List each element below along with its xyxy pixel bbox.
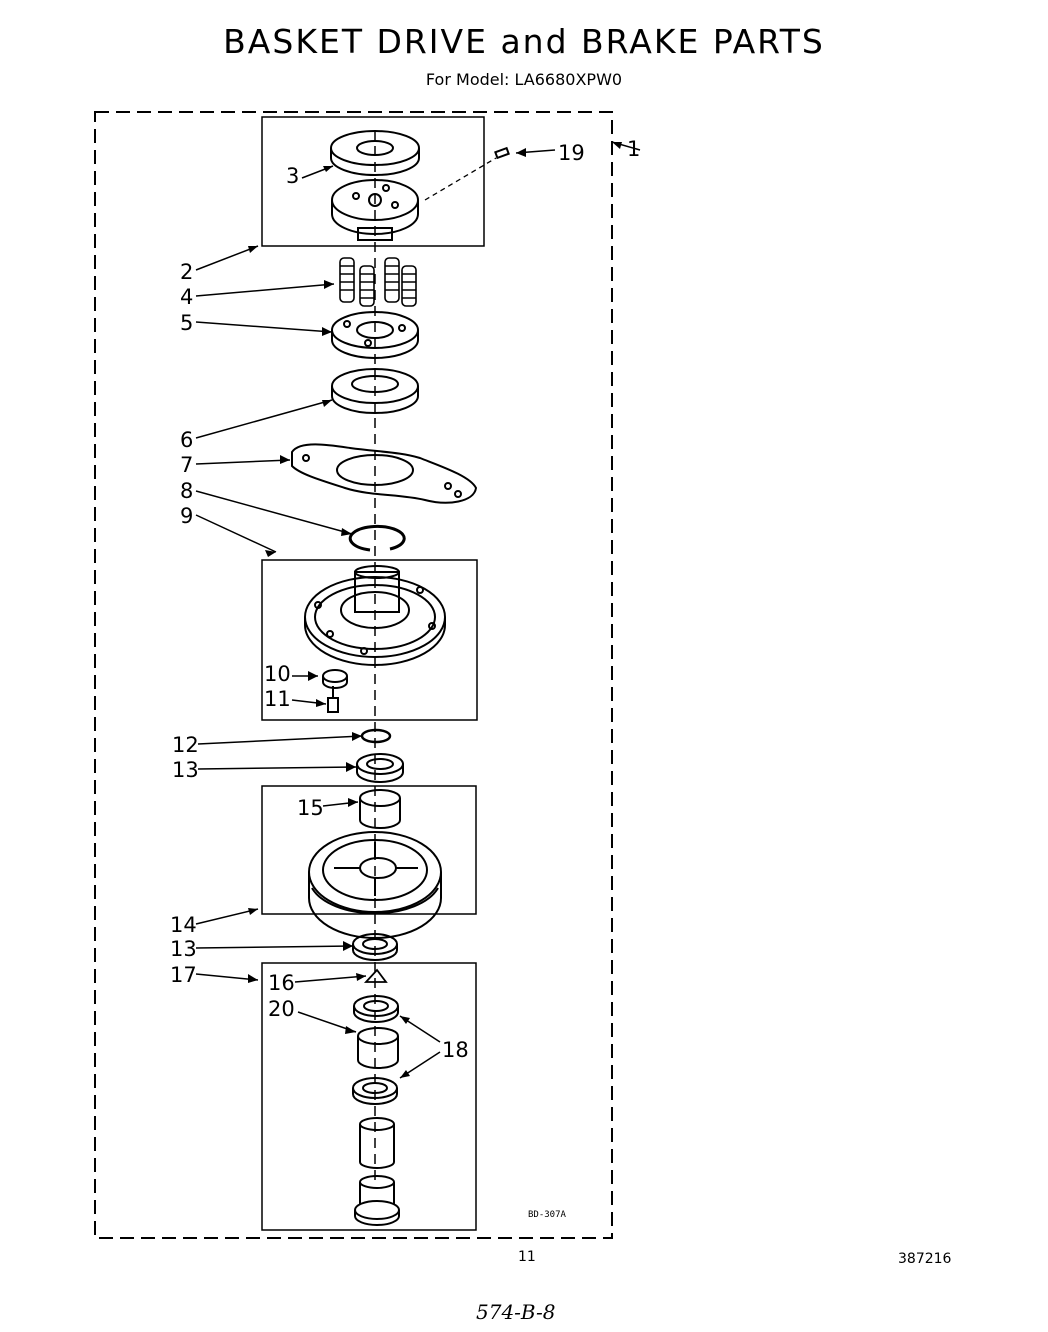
callout-14: 14 — [170, 913, 197, 937]
part-2-gear-plate — [331, 179, 419, 241]
model-subtitle: For Model: LA6680XPW0 — [425, 70, 623, 89]
part-5-plate — [331, 311, 419, 359]
part-6-washer — [331, 368, 419, 414]
part-7-bracket — [291, 443, 478, 504]
part-10-bushing — [322, 669, 348, 689]
callout-8: 8 — [180, 479, 194, 503]
drawing-code: BD-307A — [528, 1210, 566, 1220]
spin-tube-lower — [354, 1175, 400, 1226]
callout-18: 18 — [442, 1038, 469, 1062]
assembly-outline — [94, 111, 613, 1239]
part-3-washer — [330, 130, 420, 176]
part-15-sleeve — [359, 789, 401, 829]
subassembly-box-9 — [261, 559, 478, 721]
callout-16: 16 — [268, 971, 295, 995]
callout-6: 6 — [180, 428, 194, 452]
callout-17: 17 — [170, 963, 197, 987]
callout-15: 15 — [297, 796, 324, 820]
callout-19: 19 — [558, 141, 585, 165]
callout-13-lower: 13 — [170, 937, 197, 961]
callout-9: 9 — [180, 504, 194, 528]
document-number: 387216 — [898, 1251, 952, 1267]
part-11-bolt — [327, 686, 339, 713]
callout-20: 20 — [268, 997, 295, 1021]
callout-10: 10 — [264, 662, 291, 686]
part-20-bearing — [357, 1027, 399, 1069]
part-8-ring — [348, 524, 406, 552]
arrowheads — [248, 142, 622, 1078]
leader-lines — [195, 141, 641, 1079]
part-14-pulley — [308, 831, 442, 939]
part-18-seal-upper — [353, 995, 399, 1023]
subassembly-box-17 — [261, 962, 477, 1231]
callout-5: 5 — [180, 311, 194, 335]
part-9-hub — [304, 565, 446, 666]
callout-1: 1 — [627, 137, 641, 161]
callout-12: 12 — [172, 733, 199, 757]
part-4-springs — [339, 257, 417, 307]
handwritten-note: 574-B-8 — [476, 1300, 556, 1324]
part-16-cone — [363, 968, 388, 983]
callout-3: 3 — [286, 164, 300, 188]
spin-tube-upper — [359, 1117, 395, 1169]
callout-4: 4 — [180, 285, 194, 309]
callout-13-upper: 13 — [172, 758, 199, 782]
part-13-bearing-lower — [352, 933, 398, 961]
subassembly-box-2 — [261, 116, 485, 247]
page-title: BASKET DRIVE and BRAKE PARTS — [223, 22, 825, 61]
callout-11: 11 — [264, 687, 291, 711]
callout-2: 2 — [180, 260, 194, 284]
page-number: 11 — [518, 1249, 536, 1265]
callout-7: 7 — [180, 453, 194, 477]
part-18-seal-lower — [352, 1077, 398, 1105]
part-13-bearing-upper — [356, 753, 404, 783]
part-12-clip — [360, 728, 392, 744]
part-19-screw — [424, 146, 510, 201]
